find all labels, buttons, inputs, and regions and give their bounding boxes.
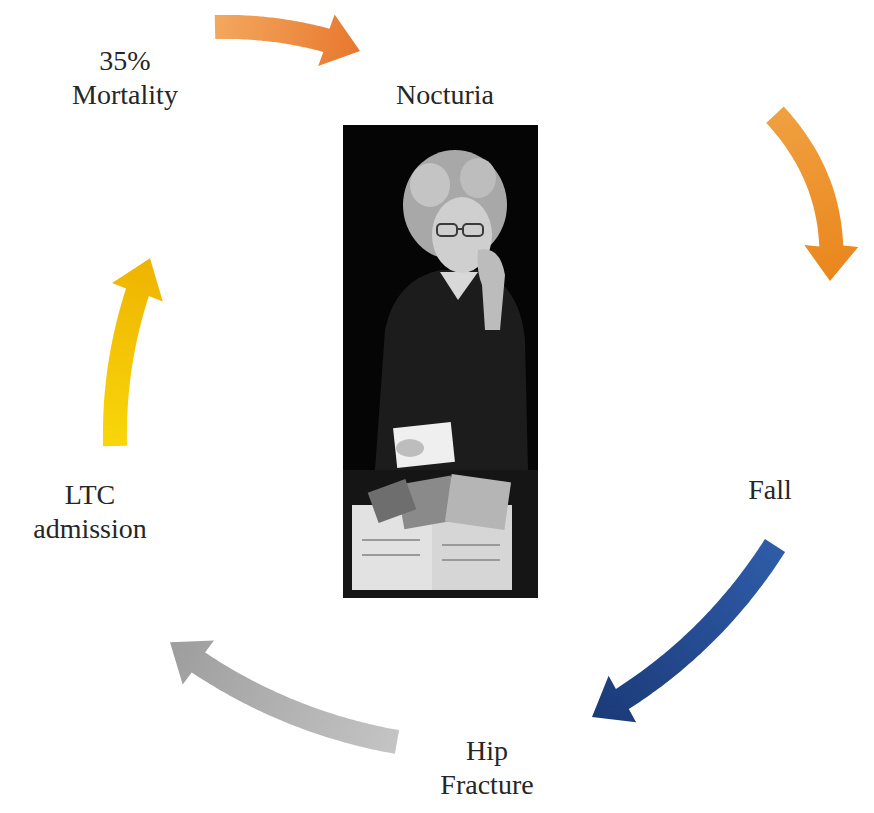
photo-frame <box>343 125 538 598</box>
step-label: Hip Fracture <box>426 734 548 801</box>
photo-album-lines <box>442 544 500 546</box>
cycle-step: Fall <box>720 471 820 509</box>
photo-collar <box>440 272 478 300</box>
cycle-step: Nocturia <box>375 76 515 114</box>
photo-glasses <box>463 224 483 236</box>
cycle-step: LTC admission <box>15 476 165 547</box>
photo-paper <box>393 422 455 468</box>
photo-snapshot <box>445 474 511 530</box>
curved-arrow <box>592 539 785 722</box>
photo-album-lines <box>442 559 500 561</box>
cycle-step: Hip Fracture <box>422 732 552 803</box>
step-label: LTC admission <box>19 478 161 545</box>
step-label: Fall <box>724 473 816 507</box>
photo-glasses <box>457 228 463 230</box>
photo-hair <box>460 158 496 198</box>
step-label: 35% Mortality <box>64 44 186 111</box>
step-label: Nocturia <box>379 78 511 112</box>
photo-glasses <box>437 224 457 236</box>
curved-arrow <box>170 641 399 754</box>
curved-arrow <box>766 107 858 281</box>
photo-body <box>375 270 528 470</box>
photo-hand <box>396 439 424 457</box>
photo-table <box>343 470 538 598</box>
photo-snapshot <box>368 479 417 523</box>
curved-arrow <box>103 258 163 446</box>
photo-album-lines <box>362 554 420 556</box>
cycle-step: 35% Mortality <box>60 42 190 113</box>
photo-hand <box>478 249 506 330</box>
curved-arrow <box>215 15 360 66</box>
photo-album-lines <box>362 539 420 541</box>
photo-hair <box>410 163 450 207</box>
